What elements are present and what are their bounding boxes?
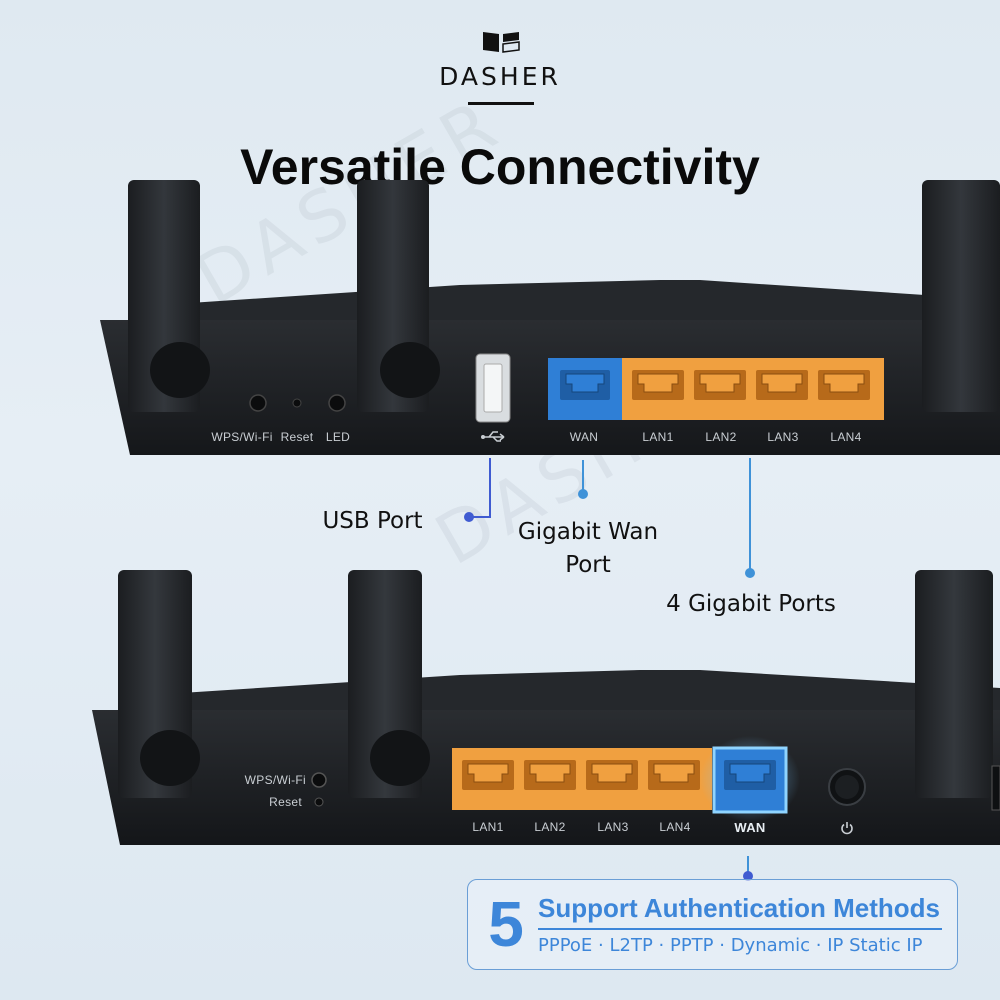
wan-port-callout-line1: Gigabit Wan (517, 519, 659, 545)
wps-wifi-label: WPS/Wi-Fi (211, 430, 273, 444)
router-bottom-body (92, 570, 1000, 845)
usb-icon (481, 431, 505, 442)
auth-methods-count: 5 (488, 888, 524, 960)
wps-wifi-label: WPS/Wi-Fi (244, 773, 306, 787)
router-top-body (100, 180, 1000, 455)
router-bottom: WPS/Wi-Fi Reset LAN1 LAN2 LAN3 LAN4 WAN (0, 570, 1000, 870)
auth-divider (538, 928, 942, 930)
lan3-label: LAN3 (767, 430, 799, 444)
lan3-label: LAN3 (597, 820, 629, 834)
brand-name: DASHER (439, 62, 561, 91)
wan-port-callout-line2: Port (565, 552, 611, 578)
lan2-label: LAN2 (534, 820, 566, 834)
lan1-label: LAN1 (472, 820, 504, 834)
reset-label: Reset (269, 795, 302, 809)
lan4-label: LAN4 (830, 430, 862, 444)
lan-ports-callout: 4 Gigabit Ports (666, 591, 836, 617)
lan2-label: LAN2 (705, 430, 737, 444)
lan4-label: LAN4 (659, 820, 691, 834)
auth-methods-list: PPPoE · L2TP · PPTP · Dynamic · IP Stati… (538, 935, 923, 956)
dasher-logo-icon (483, 32, 520, 53)
led-label: LED (325, 430, 351, 444)
lan1-label: LAN1 (642, 430, 674, 444)
power-icon (841, 822, 853, 835)
reset-label: Reset (280, 430, 314, 444)
page-title: Versatile Connectivity (240, 139, 760, 195)
usb-port-callout: USB Port (322, 508, 423, 534)
auth-methods-title: Support Authentication Methods (538, 893, 940, 923)
logo-divider (468, 102, 534, 105)
wan-port-label: WAN (734, 820, 766, 835)
router-top: WPS/Wi-Fi Reset LED WAN LAN1 LAN2 LAN3 L… (0, 180, 1000, 470)
wan-port-label: WAN (569, 430, 599, 444)
auth-methods-panel (467, 879, 958, 970)
